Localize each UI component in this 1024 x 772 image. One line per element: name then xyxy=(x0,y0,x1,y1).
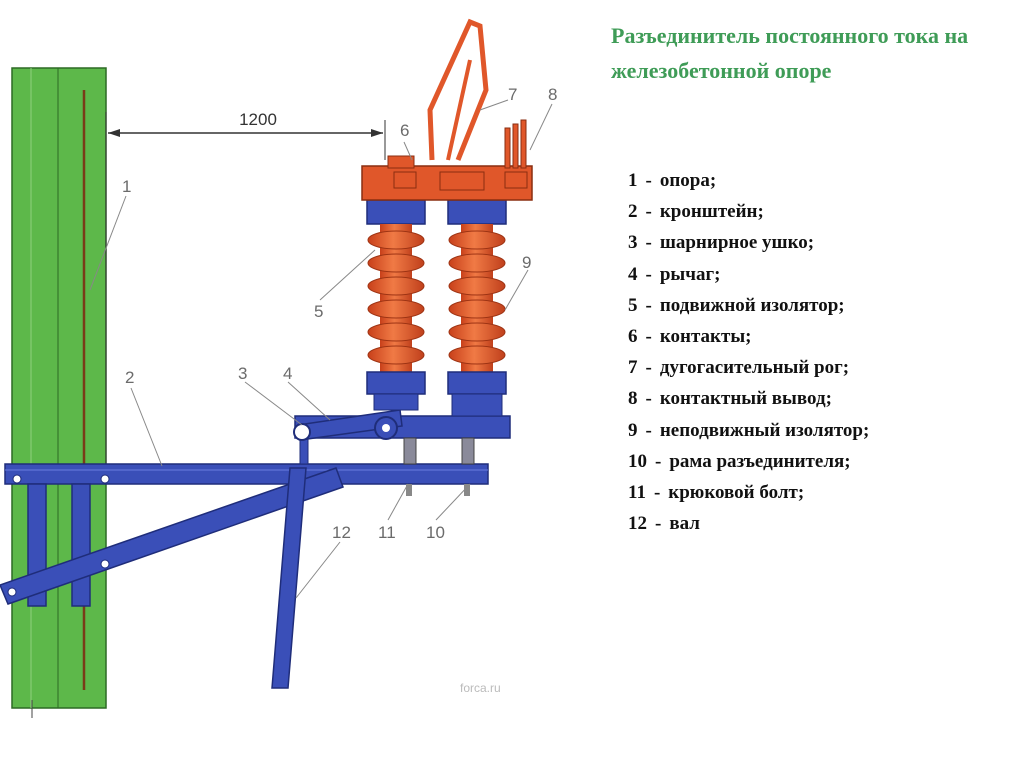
legend-number: 6 xyxy=(628,325,638,347)
contact-assembly xyxy=(361,18,533,201)
callout-1: 1 xyxy=(122,177,131,196)
pole xyxy=(11,67,107,718)
legend-item: 10-рама разъединителя; xyxy=(628,446,1008,477)
legend-item: 2-кронштейн; xyxy=(628,196,1008,227)
callout-8: 8 xyxy=(548,85,557,104)
legend-number: 7 xyxy=(628,357,638,379)
lever xyxy=(293,409,403,441)
movable-insulator xyxy=(366,199,426,411)
legend-number: 11 xyxy=(628,481,646,503)
legend-text: кронштейн; xyxy=(659,201,764,223)
dimension-line: 1200 xyxy=(105,110,386,470)
legend-text: шарнирное ушко; xyxy=(659,232,815,254)
legend-item: 12-вал xyxy=(628,508,1008,539)
legend-item: 1-опора; xyxy=(628,165,1008,196)
legend-list: 1-опора; 2-кронштейн; 3-шарнирное ушко; … xyxy=(628,165,1008,539)
legend-number: 2 xyxy=(628,201,638,223)
legend-text: рычаг; xyxy=(659,263,721,285)
legend-number: 4 xyxy=(628,263,638,285)
legend-number: 10 xyxy=(628,450,647,472)
callout-12: 12 xyxy=(332,523,351,542)
legend-text: неподвижный изолятор; xyxy=(659,419,870,441)
callout-6: 6 xyxy=(400,121,409,140)
leader-lines xyxy=(89,99,553,599)
callout-numbers: 1 2 3 4 5 6 7 8 9 10 11 12 xyxy=(122,85,557,542)
legend-number: 9 xyxy=(628,419,638,441)
legend-text: подвижной изолятор; xyxy=(659,294,845,316)
callout-5: 5 xyxy=(314,302,323,321)
legend-item: 3-шарнирное ушко; xyxy=(628,227,1008,258)
watermark: forca.ru xyxy=(460,681,501,695)
legend-number: 12 xyxy=(628,513,647,535)
bracket xyxy=(0,463,489,689)
legend-item: 5-подвижной изолятор; xyxy=(628,290,1008,321)
legend-number: 8 xyxy=(628,388,638,410)
callout-10: 10 xyxy=(426,523,445,542)
callout-4: 4 xyxy=(283,364,292,383)
callout-3: 3 xyxy=(238,364,247,383)
legend-item: 11-крюковой болт; xyxy=(628,477,1008,508)
dimension-label: 1200 xyxy=(239,110,277,129)
callout-9: 9 xyxy=(522,253,531,272)
legend-text: вал xyxy=(669,513,700,535)
legend-text: опора; xyxy=(659,170,717,191)
legend-text: дугогасительный рог; xyxy=(659,357,850,379)
callout-11: 11 xyxy=(378,523,396,542)
legend-item: 8-контактный вывод; xyxy=(628,383,1008,414)
legend-number: 5 xyxy=(628,294,638,316)
callout-2: 2 xyxy=(125,368,134,387)
fixed-insulator xyxy=(447,199,507,417)
legend-text: крюковой болт; xyxy=(668,481,805,503)
callout-7: 7 xyxy=(508,85,517,104)
legend-number: 3 xyxy=(628,232,638,254)
legend-text: контактный вывод; xyxy=(659,388,832,410)
legend-item: 9-неподвижный изолятор; xyxy=(628,415,1008,446)
legend-text: контакты; xyxy=(659,325,752,347)
legend-number: 1 xyxy=(628,170,638,191)
legend-item: 6-контакты; xyxy=(628,321,1008,352)
legend-item: 4-рычаг; xyxy=(628,259,1008,290)
legend-item: 7-дугогасительный рог; xyxy=(628,352,1008,383)
page-title: Разъединитель постоянного тока на железо… xyxy=(611,23,969,83)
legend-text: рама разъединителя; xyxy=(669,450,851,472)
